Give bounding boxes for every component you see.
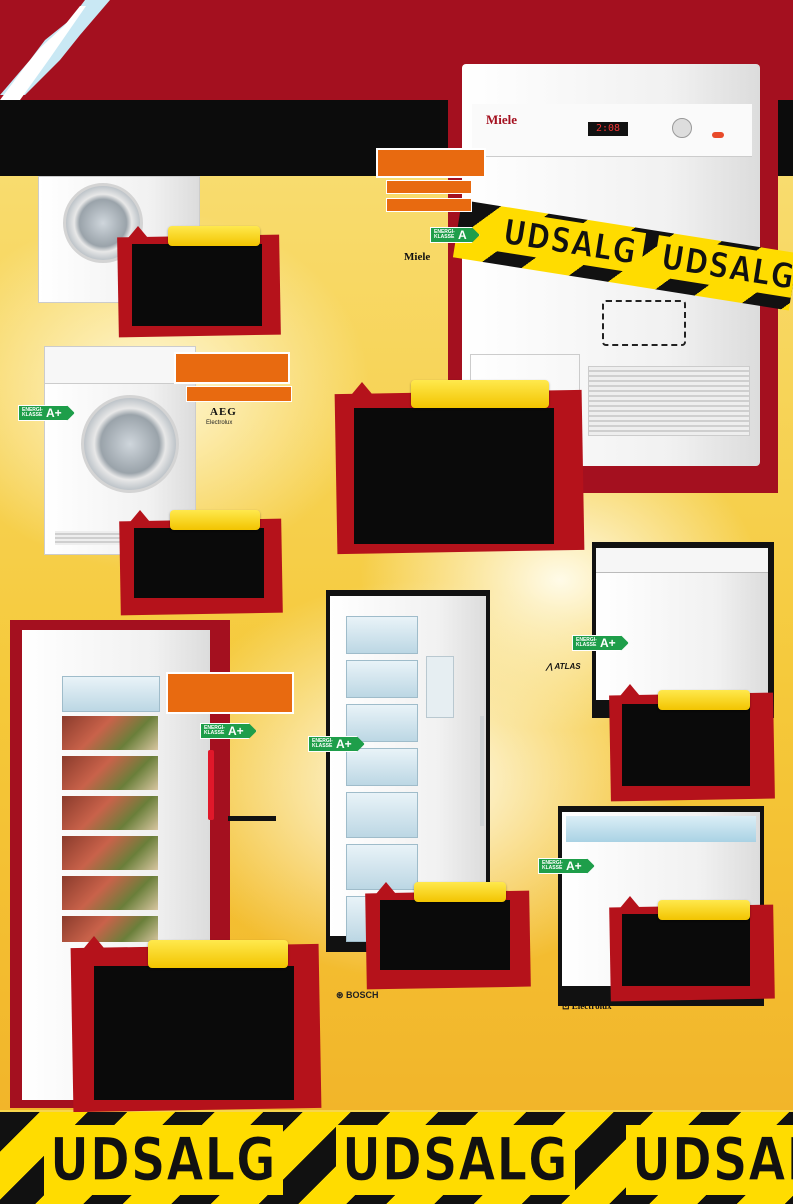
price-tab-atlas (658, 690, 750, 710)
freezer-handle[interactable] (208, 750, 214, 820)
energy-label-aeg: ENERGI-KLASSE A+ (18, 405, 75, 421)
price-box-notch (130, 510, 150, 522)
price-tab-bosch (414, 882, 506, 902)
price-tab-aeg (170, 510, 260, 530)
energy-label-miele: ENERGI-KLASSE A (430, 227, 480, 243)
tape-word: UDSALG (626, 1124, 793, 1196)
price-box-notch (84, 936, 104, 948)
aeg-brand-sublogo: Electrolux (206, 420, 233, 426)
price-box-liebherr-panel (94, 966, 294, 1100)
price-box-notch (376, 882, 396, 894)
price-tab-miele (411, 380, 549, 408)
aeg-orange-label (174, 352, 290, 384)
miele-orange-sublabel-2 (386, 198, 472, 212)
washer-door (63, 183, 143, 263)
price-box-electrolux-panel (622, 914, 750, 986)
energy-label-liebherr: ENERGI-KLASSE A+ (200, 723, 257, 739)
price-box-notch (620, 684, 640, 696)
price-box-notch (620, 896, 640, 908)
liebherr-brand-logo (228, 816, 276, 821)
liebherr-orange-label (166, 672, 294, 714)
atlas-brand-logo: ⋀ ATLAS (546, 662, 581, 671)
tape-word: UDSALG (44, 1124, 283, 1196)
price-box-miele-panel (354, 408, 554, 544)
price-box-notch (128, 226, 148, 238)
start-button[interactable] (712, 132, 724, 138)
freezer-drawer-food (62, 836, 158, 870)
aeg-brand-logo: AEG (210, 406, 237, 418)
miele-logo-panel: Miele (486, 112, 518, 127)
dryer-control-panel: Miele 2:08 (472, 104, 752, 157)
bosch-brand-logo: ⊛ BOSCH (336, 990, 379, 1000)
electrolux-brand-logo: ⊡ Electrolux (562, 1001, 612, 1011)
price-box-bosch-panel (380, 900, 510, 970)
freezer-drawer-food (62, 716, 158, 750)
tape-word: UDSALG (336, 1124, 575, 1196)
price-box-washer-panel (132, 244, 262, 326)
price-tab-washer (168, 226, 260, 246)
price-box-atlas-panel (622, 704, 750, 786)
vent-grille (588, 366, 750, 436)
price-box-notch (352, 382, 372, 394)
energy-label-electrolux: ENERGI-KLASSE A+ (538, 858, 595, 874)
aeg-control-panel (45, 347, 195, 384)
udsalg-tape-bottom: UDSALG UDSALG UDSALG (0, 1112, 793, 1204)
freezer-drawer-row (62, 676, 160, 712)
freezer-drawer-food (62, 756, 158, 790)
freezer-drawer-food (62, 876, 158, 910)
price-tab-electrolux (658, 900, 750, 920)
bosch-control-panel[interactable] (426, 656, 454, 718)
atlas-chest-image[interactable] (596, 548, 768, 700)
atlas-lid[interactable] (596, 548, 768, 573)
program-dial[interactable] (672, 118, 692, 138)
electrolux-lid[interactable] (566, 816, 756, 842)
filter-hatch-outline (602, 300, 686, 346)
bosch-handle[interactable] (480, 716, 484, 826)
freezer-drawer-food (62, 916, 158, 942)
energy-label-bosch: ENERGI-KLASSE A+ (308, 736, 365, 752)
bosch-drawers (346, 616, 418, 942)
torn-paper-graphic (0, 0, 110, 100)
price-box-aeg-panel (134, 528, 264, 598)
aeg-dryer-door (81, 395, 179, 493)
miele-orange-sublabel-1 (386, 180, 472, 194)
miele-orange-label (376, 148, 486, 178)
dryer-display: 2:08 (588, 122, 628, 136)
energy-label-atlas: ENERGI-KLASSE A+ (572, 635, 629, 651)
freezer-drawer-food (62, 796, 158, 830)
price-tab-liebherr (148, 940, 288, 968)
miele-brand-logo: Miele (404, 251, 431, 263)
aeg-orange-sublabel (186, 386, 292, 402)
